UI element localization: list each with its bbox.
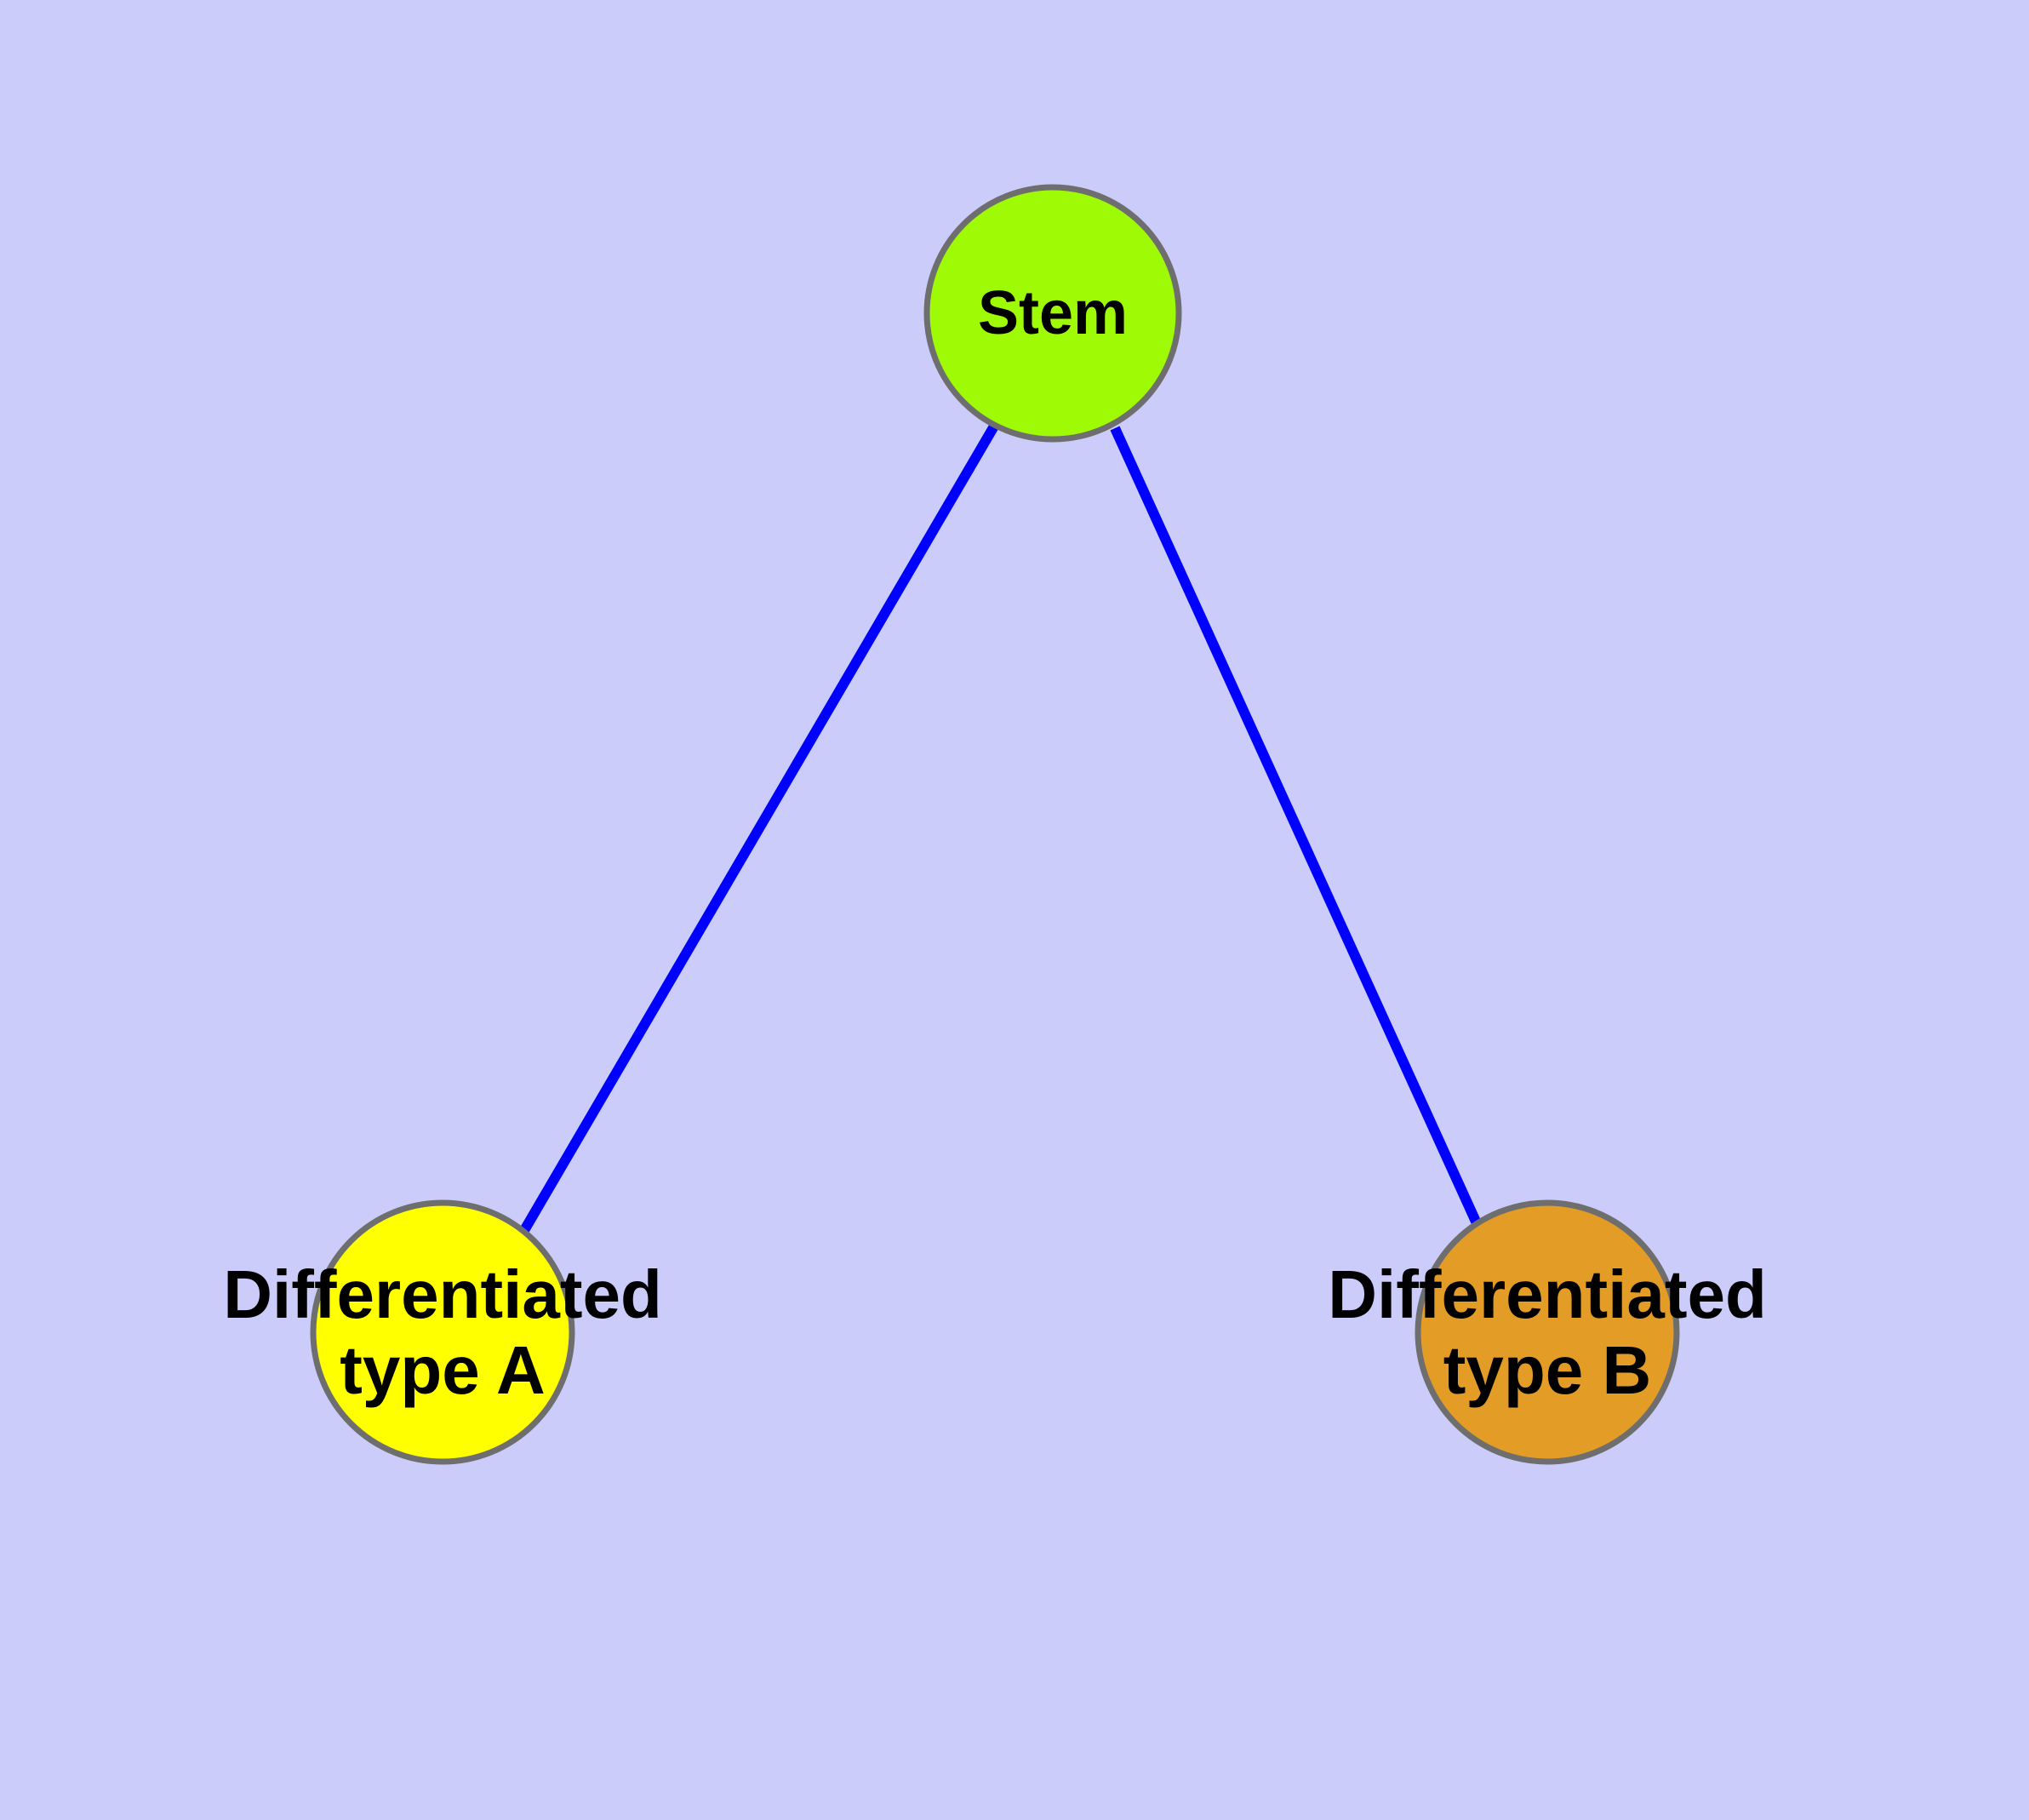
edge-stem-to-diff-b[interactable] bbox=[1110, 426, 1482, 1226]
edge-stem-to-diff-a[interactable] bbox=[518, 421, 1000, 1235]
node-stem-circle[interactable] bbox=[923, 184, 1182, 443]
node-diff-b-circle[interactable] bbox=[1415, 1199, 1680, 1465]
edge-layer bbox=[518, 421, 1482, 1235]
node-diff-a-circle[interactable] bbox=[310, 1199, 575, 1465]
node-layer bbox=[310, 184, 1680, 1465]
